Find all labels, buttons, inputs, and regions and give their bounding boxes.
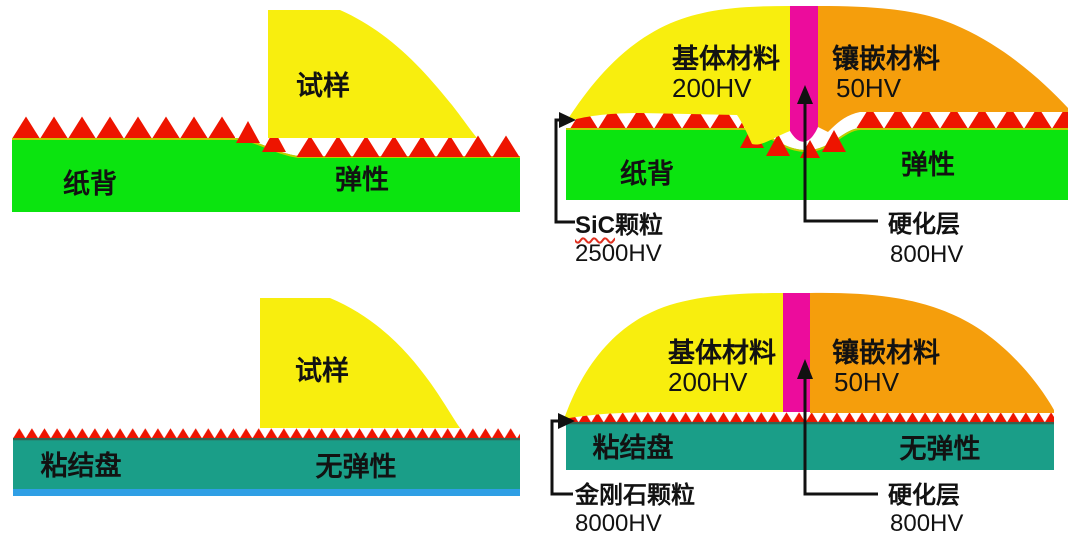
br-embedded-label: 镶嵌材料 (832, 338, 940, 368)
panel-elastic-mounted (554, 6, 1068, 224)
tr-embedded-shape (818, 6, 1068, 132)
tl-backing-label: 纸背 (63, 169, 117, 199)
tr-layer-label: 硬化层 (888, 211, 960, 238)
br-matrix-label: 基体材料 (668, 338, 776, 368)
tr-hardened-layer-strip (790, 6, 818, 142)
tl-abrasive-slope-2 (262, 130, 286, 152)
br-embedded-shape (810, 292, 1054, 413)
bl-abrasive-strip (13, 428, 520, 438)
tr-embedded-label: 镶嵌材料 (832, 44, 940, 74)
br-layer-pointer-line (803, 377, 878, 496)
bl-disc-blue-strip (13, 489, 520, 496)
tr-backing-shape (566, 128, 1068, 200)
tr-dip-grain-4 (822, 130, 846, 152)
br-matrix-shape (564, 293, 783, 419)
br-backing-label: 粘结盘 (592, 433, 674, 463)
tr-abrasive-label: SiC颗粒 (575, 213, 663, 238)
tr-layer-pointer-arrowhead (797, 85, 813, 104)
tr-abrasive-word: 颗粒 (615, 212, 664, 239)
br-layer-hardness: 800HV (890, 510, 964, 537)
bl-disc-shape (13, 438, 520, 490)
tr-backing-label: 纸背 (620, 159, 674, 189)
tr-dip-grain-2 (766, 134, 790, 156)
br-abrasive-label: 金刚石颗粒 (575, 482, 695, 509)
tr-matrix-label: 基体材料 (672, 44, 780, 74)
tl-sample-shape (268, 10, 477, 138)
br-abrasive-strip (566, 412, 1054, 422)
br-embedded-hardness: 50HV (834, 367, 900, 397)
br-matrix-hardness: 200HV (668, 367, 748, 397)
br-layer-pointer-arrowhead (797, 359, 813, 379)
br-abrasive-hardness: 8000HV (575, 510, 662, 537)
tr-property-label: 弹性 (901, 150, 955, 180)
tr-matrix-hardness: 200HV (672, 73, 752, 103)
tl-abrasive-strip-right (296, 135, 520, 157)
panel-rigid-sample (13, 298, 520, 496)
tl-abrasive-strip-left (12, 116, 235, 138)
tr-embedded-hardness: 50HV (836, 73, 902, 103)
bl-property-label: 无弹性 (315, 452, 397, 482)
tr-abrasive-pointer-arrowhead (559, 112, 576, 128)
br-layer-label: 硬化层 (888, 482, 960, 509)
tr-abrasive-pointer-line (554, 118, 575, 224)
tr-abrasive-code: SiC (575, 212, 616, 239)
panel-rigid-mounted (550, 292, 1054, 496)
tl-property-label: 弹性 (335, 165, 389, 195)
br-abrasive-pointer-arrowhead (558, 413, 575, 429)
br-abrasive-pointer-line (550, 419, 573, 496)
br-property-label: 无弹性 (899, 434, 981, 464)
bl-backing-label: 粘结盘 (40, 451, 122, 481)
tr-matrix-shape (566, 6, 790, 145)
panel-elastic-sample (12, 10, 520, 212)
tl-abrasive-slope-1 (236, 121, 260, 143)
tr-abrasive-hardness: 2500HV (575, 240, 662, 267)
br-disc-shape (566, 422, 1054, 470)
bl-sample-label: 试样 (295, 356, 349, 386)
bl-sample-shape (260, 298, 460, 428)
tr-layer-pointer-line (803, 102, 878, 223)
tl-sample-label: 试样 (296, 71, 350, 101)
tr-layer-hardness: 800HV (890, 241, 964, 268)
